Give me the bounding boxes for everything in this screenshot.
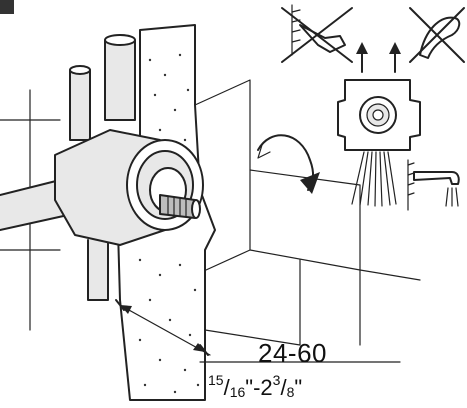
fraction-b-denominator: 8 (286, 384, 295, 400)
corner-tab-marker (0, 0, 14, 14)
tile-grid (0, 79, 421, 346)
fraction-a-numerator: 15 (208, 372, 224, 388)
cartridge-spindle (159, 194, 201, 219)
shower-head-crossed-icon (281, 4, 353, 63)
upward-arrows (356, 42, 401, 73)
dimension-lines (115, 299, 401, 363)
fraction-a-denominator: 16 (229, 384, 246, 400)
dimension-metric-label: 24-60 (258, 338, 327, 368)
diverter-front-view (337, 79, 421, 151)
dimension-imperial-label: 15/16"-23/8" (208, 372, 303, 400)
range-separator: "-2 (245, 375, 273, 400)
inch-mark: " (294, 375, 303, 400)
water-spray (351, 151, 397, 207)
supply-pipes (69, 34, 136, 301)
rotation-arrow (257, 134, 320, 194)
fraction-b-numerator: 3 (272, 372, 281, 388)
hand-shower-crossed-icon (409, 7, 465, 63)
tub-spout-icon (407, 159, 460, 211)
